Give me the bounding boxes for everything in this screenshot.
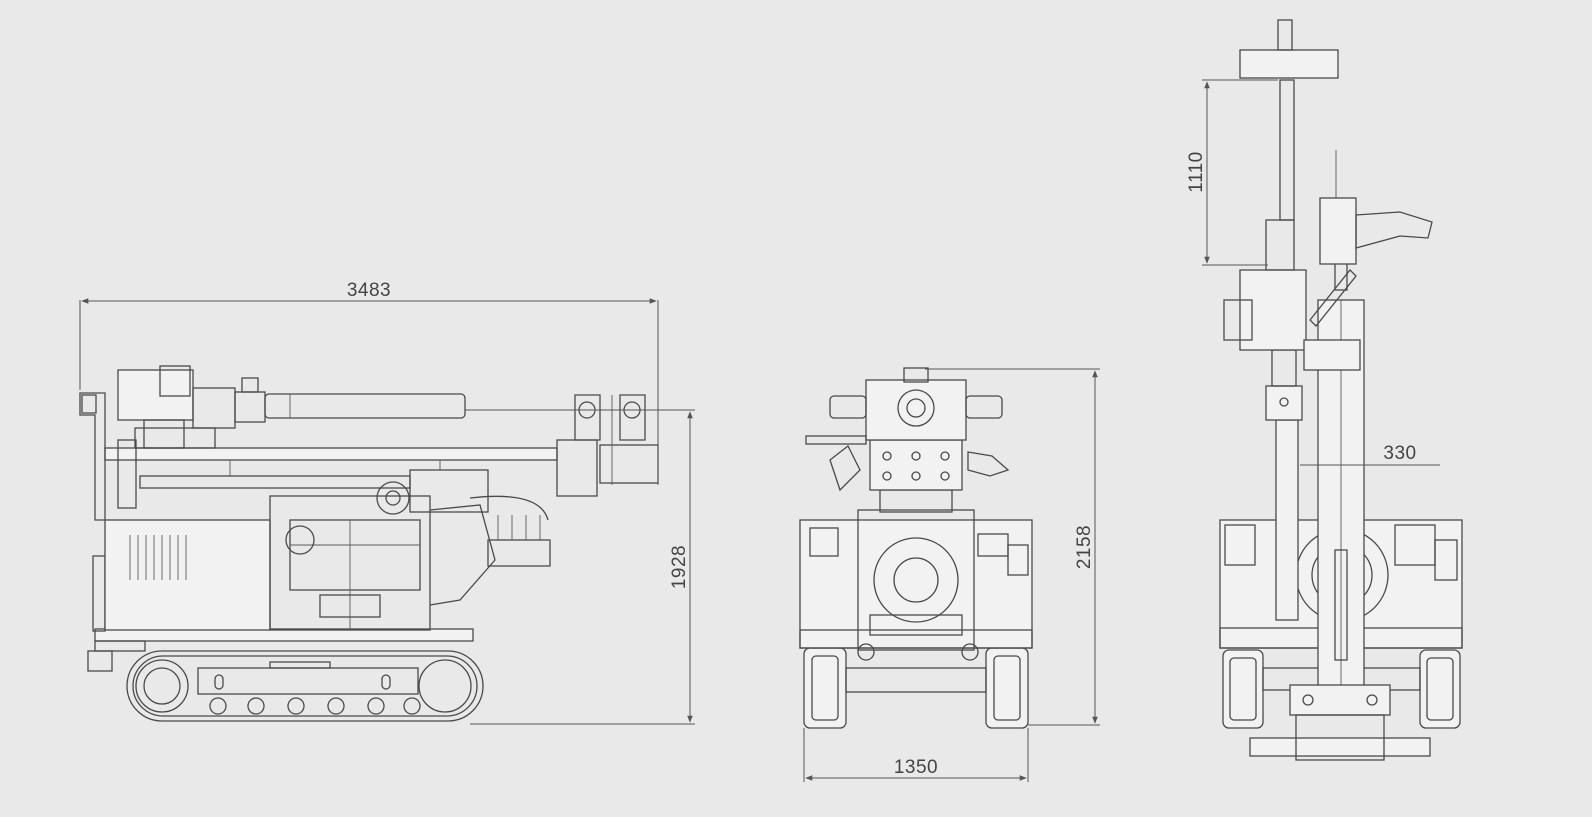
- side-height-dimension: 1928: [465, 409, 695, 725]
- side-mast: [79, 392, 659, 521]
- rear-mast: [1223, 19, 1433, 761]
- side-length-dimension: 3483: [79, 280, 659, 485]
- rear-offset-dimension: 330: [1300, 443, 1440, 466]
- side-rotary-head: [117, 365, 466, 449]
- rear-offset-label: 330: [1383, 443, 1416, 464]
- front-mast-head: [805, 367, 1010, 513]
- front-width-dimension: 1350: [803, 728, 1029, 782]
- front-tracks: [803, 647, 1029, 729]
- side-crawler-track: [126, 650, 484, 722]
- rear-view: [1219, 19, 1463, 761]
- front-height-label: 2158: [1074, 525, 1095, 569]
- front-height-dimension: 2158: [925, 368, 1100, 726]
- rear-mast-extension-label: 1110: [1186, 151, 1207, 192]
- side-length-label: 3483: [347, 280, 391, 301]
- side-view: [79, 365, 659, 722]
- front-width-label: 1350: [894, 757, 938, 778]
- front-body: [799, 509, 1033, 661]
- front-view: [799, 367, 1033, 729]
- side-chassis: [87, 495, 551, 672]
- side-height-label: 1928: [669, 545, 690, 589]
- rear-mast-extension-dimension: 1110: [1186, 79, 1278, 266]
- rear-tracks: [1222, 649, 1461, 729]
